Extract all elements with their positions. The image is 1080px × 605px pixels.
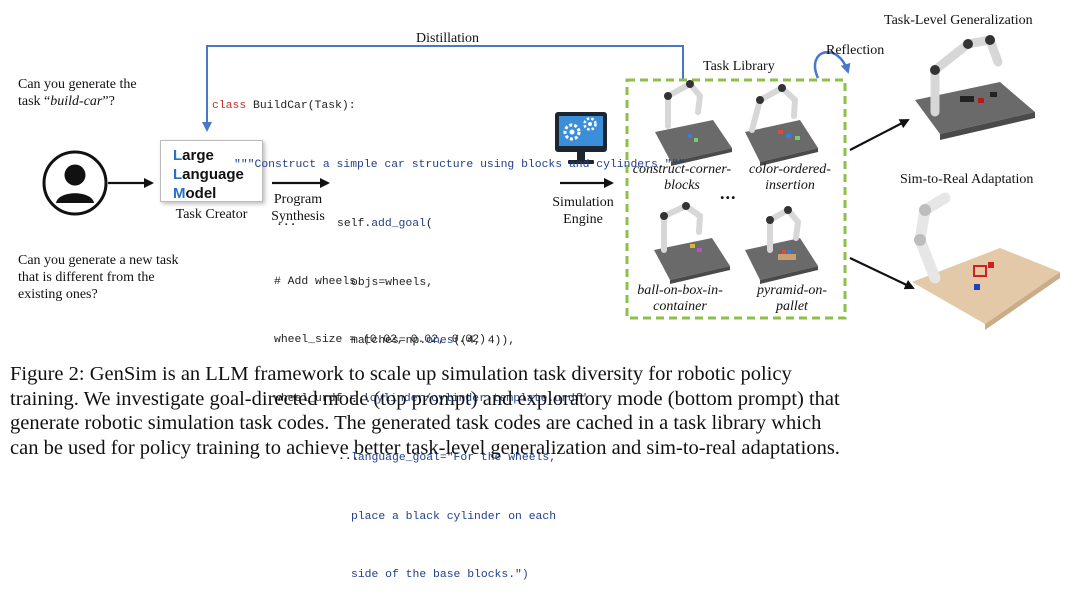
task-creator-label: Task Creator — [175, 207, 248, 222]
code-bottom-line1: self.add_goal( — [337, 218, 433, 230]
figure-graphics — [42, 34, 1060, 330]
code-bottom-line2: objs=wheels, — [351, 276, 434, 289]
thumb-color-ordered-insertion — [745, 84, 818, 166]
task-level-generalization-label: Task-Level Generalization — [884, 13, 1033, 28]
code-bottom-line7: side of the base blocks.") — [351, 569, 529, 581]
code-top-line2: """Construct a simple car structure usin… — [234, 158, 686, 171]
top-prompt: Can you generate the task “build-car”? — [18, 76, 178, 110]
simulation-engine-label: Simulation Engine — [552, 195, 614, 227]
code-top-line4: # Add wheels. — [274, 275, 363, 288]
llm-line-model: Model — [173, 185, 217, 202]
caption-line2: training. We investigate goal-directed m… — [10, 387, 840, 410]
bottom-prompt-line2: that is different from the — [18, 270, 155, 285]
code-bottom-line6: place a black cylinder on each — [351, 510, 557, 523]
sim-to-real-label: Sim-to-Real Adaptation — [900, 172, 1034, 187]
sim-to-real-scene — [912, 192, 1060, 330]
bottom-prompt-line3: existing ones? — [18, 287, 98, 302]
top-prompt-line1: Can you generate the — [18, 77, 137, 92]
llm-line-large: Large — [173, 147, 214, 164]
program-synthesis-label: Program Synthesis — [271, 192, 325, 224]
code-top-line5: wheel_size = (0.02, 0.02, 0.02) — [274, 334, 486, 346]
bottom-prompt: Can you generate a new task that is diff… — [18, 252, 218, 303]
task-name-color-ordered-insertion: color-ordered- insertion — [749, 162, 831, 193]
bottom-prompt-line1: Can you generate a new task — [18, 253, 179, 268]
task-name-ball-on-box-in-container: ball-on-box-in- container — [637, 283, 723, 314]
code-block-top: class BuildCar(Task): """Construct a sim… — [212, 58, 685, 487]
simulation-engine-icon — [555, 112, 607, 164]
library-to-generalization-arrow — [849, 119, 910, 151]
library-to-sim2real-arrow — [849, 257, 915, 290]
top-prompt-line2: task “build-car”? — [18, 94, 115, 109]
distillation-arrow — [202, 45, 684, 132]
task-library-box — [625, 78, 847, 320]
code-top-line3: ... — [276, 217, 297, 229]
thumb-pyramid-on-pallet — [745, 206, 818, 284]
llm-line-language: Language — [173, 166, 244, 183]
thumb-ball-on-box-in-container — [654, 202, 730, 284]
reflection-arrow — [813, 50, 851, 79]
user-avatar-icon — [42, 150, 108, 216]
generalization-scene — [915, 34, 1035, 140]
code-top-line7: ... — [338, 451, 359, 463]
task-library-title: Task Library — [703, 59, 775, 74]
caption-line1: Figure 2: GenSim is an LLM framework to … — [10, 363, 792, 385]
code-bottom-line3: matches=np.ones((4, 4)), — [351, 335, 516, 347]
distillation-label: Distillation — [416, 31, 479, 46]
thumb-construct-corner-blocks — [655, 80, 732, 166]
task-name-pyramid-on-pallet: pyramid-on- pallet — [757, 283, 827, 314]
reflection-label: Reflection — [826, 43, 885, 58]
llm-box: Large Language Model — [160, 140, 263, 202]
task-name-construct-corner-blocks: construct-corner- blocks — [632, 162, 732, 193]
figure-caption: Figure 2: GenSim is an LLM framework to … — [10, 362, 1074, 460]
code-bottom-line5: language_goal="For the wheels, — [351, 452, 557, 464]
code-top-line1: class BuildCar(Task): — [212, 100, 356, 112]
code-bottom-line4: ... — [351, 393, 372, 406]
caption-line4: can be used for policy training to achie… — [10, 436, 840, 459]
caption-line3: generate robotic simulation task codes. … — [10, 412, 822, 434]
task-library-ellipsis: ... — [720, 183, 737, 203]
code-top-line6: wheel_urdf = 'cylinder/cylinder-template… — [274, 392, 589, 405]
